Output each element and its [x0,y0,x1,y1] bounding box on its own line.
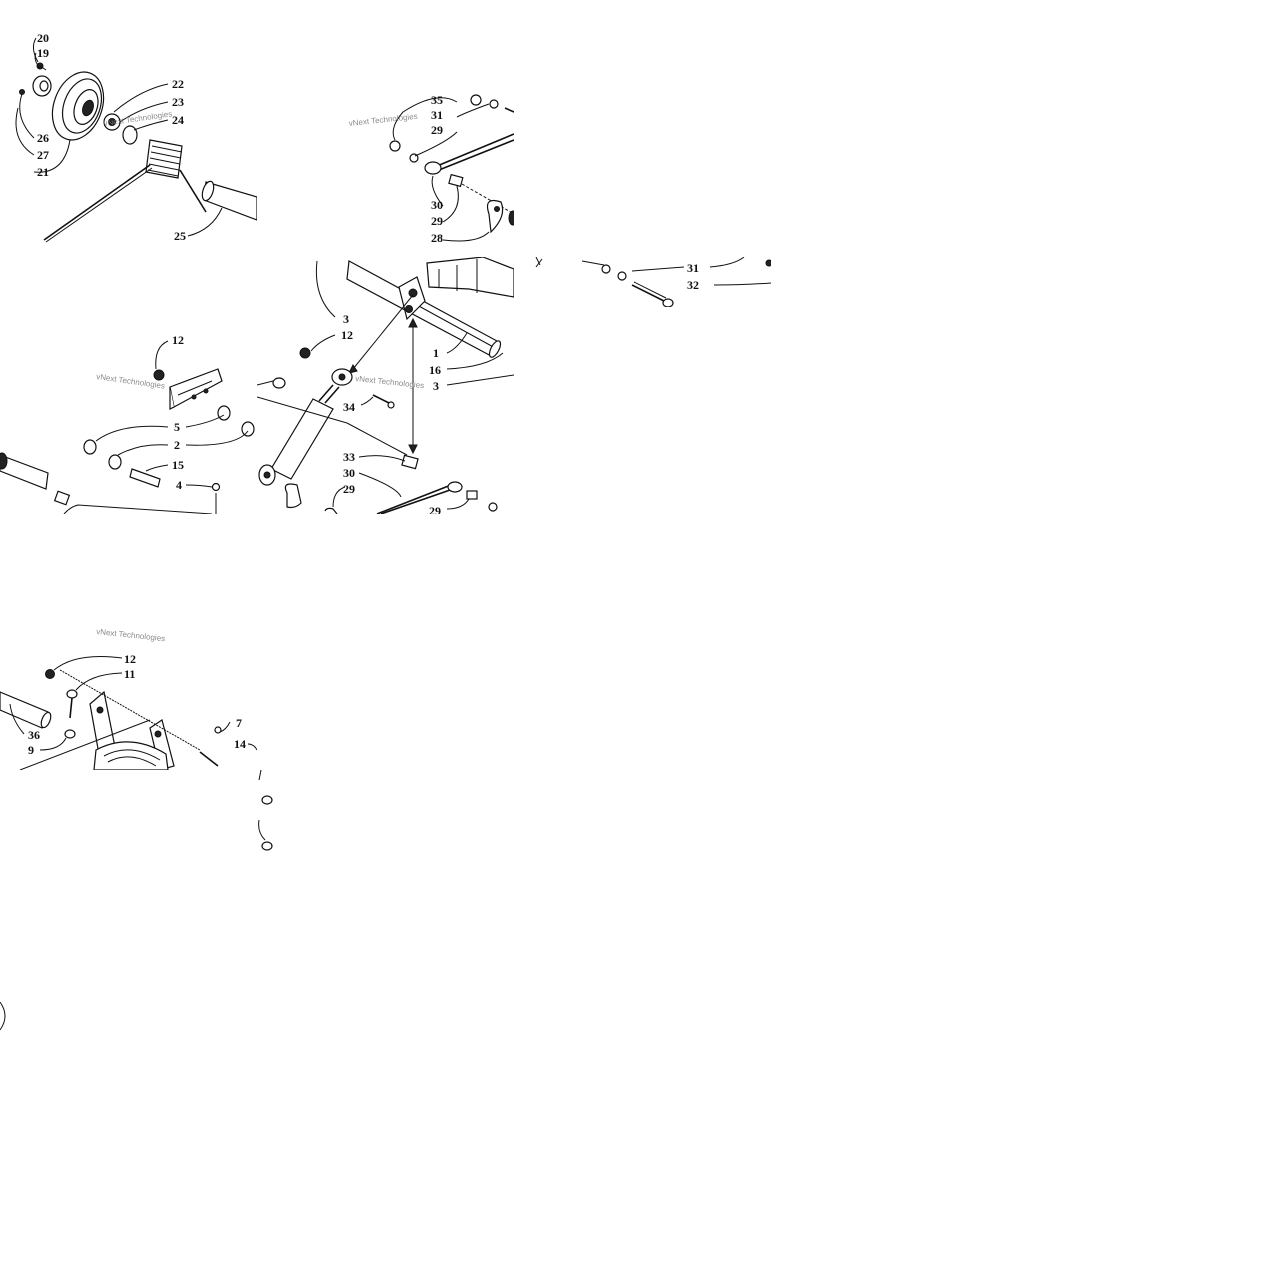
callout-5: 5 [174,420,180,434]
clip-part [211,482,221,492]
tube-part [0,691,49,729]
callout-31: 31 [431,108,443,122]
bushing-part [217,405,231,421]
shock-absorber-part [258,368,353,486]
diagram-tile-shock-assembly: vNext Technologies 3 12 1 16 3 34 33 30 … [257,257,514,514]
link-rod-part [376,481,463,514]
edge-fragment-drawing [0,1001,6,1031]
diagram-tile-upper-linkage: vNext Technologies 35 31 29 30 29 28 [257,0,514,257]
washer-part [617,271,627,281]
callout-29: 29 [429,504,441,514]
callout-3: 3 [343,312,349,326]
bolt-part [36,62,47,71]
spacer-part [448,173,464,188]
diagram-tile-bolt: 31 32 [514,257,771,307]
callout-24: 24 [172,113,184,127]
bolt-fragment-drawing [258,770,273,851]
nut-part [470,94,482,106]
callout-23: 23 [172,95,184,109]
callout-16: 16 [429,363,441,377]
suspension-arm-part [89,690,175,770]
bushings-drawing: vNext Technologies 12 5 2 15 4 [0,333,255,514]
torsion-spring-part [43,139,207,243]
callout-21: 21 [37,165,49,179]
callout-7: 7 [236,716,242,730]
callout-26: 26 [37,131,49,145]
callout-33: 33 [343,450,355,464]
callout-30: 30 [431,198,443,212]
watermark: vNext Technologies [348,112,418,128]
callout-19: 19 [37,46,49,60]
callout-12: 12 [341,328,353,342]
frame-part [426,257,514,298]
callout-3: 3 [433,379,439,393]
callout-4: 4 [176,478,182,492]
upper-linkage-drawing: vNext Technologies 35 31 29 30 29 28 [348,93,514,245]
callout-11: 11 [124,667,135,681]
nut-part [45,669,55,679]
bolt-drawing: 31 32 [535,257,771,307]
callout-22: 22 [172,77,184,91]
diagram-tile-idler-spring: vNext Technologies 20 19 22 23 24 26 27 … [0,0,257,257]
clip-part [214,726,222,734]
callout-12: 12 [124,652,136,666]
bracket-part [486,199,504,234]
callout-31: 31 [687,261,699,275]
spacer-part [401,454,419,470]
bolt-part [631,281,674,307]
assembly-arrow [352,294,414,370]
callout-30: 30 [343,466,355,480]
watermark: vNext Technologies [355,374,425,390]
callout-29: 29 [431,123,443,137]
callout-35: 35 [431,93,443,107]
callout-29: 29 [343,482,355,496]
bracket-part [284,483,302,509]
lower-arm-drawing: vNext Technologies 12 11 36 9 7 14 [0,627,257,770]
bolt-part [372,394,390,404]
callout-29: 29 [431,214,443,228]
shock-assembly-drawing: vNext Technologies 3 12 1 16 3 34 33 30 … [257,257,514,514]
diagram-tile-bushings: vNext Technologies 12 5 2 15 4 [0,257,257,514]
idler-spring-drawing: vNext Technologies 20 19 22 23 24 26 27 … [15,31,257,243]
nut-part [299,347,311,359]
washer-part [64,729,76,739]
callout-32: 32 [687,278,699,292]
callout-25: 25 [174,229,186,243]
callout-9: 9 [28,743,34,757]
mounting-plate-part [169,368,223,410]
washer-part [489,99,499,109]
idler-wheel-part [51,71,105,141]
callout-27: 27 [37,148,49,162]
callout-36: 36 [28,728,40,742]
callout-12: 12 [172,333,184,347]
pin-part [129,468,161,488]
edge-fragment-drawing [535,258,543,268]
callout-1: 1 [433,346,439,360]
callout-15: 15 [172,458,184,472]
washer-part [122,125,138,145]
bolt-part [66,689,78,719]
cross-shaft-part [0,454,217,514]
callout-28: 28 [431,231,443,245]
nut-part [153,369,165,381]
callout-2: 2 [174,438,180,452]
sleeve-part [201,180,257,221]
main-tube-part [346,260,502,358]
link-rod-part [424,133,514,175]
callout-34: 34 [343,400,355,414]
diagram-tile-lower-arm: vNext Technologies 12 11 36 9 7 14 [0,600,257,770]
watermark: vNext Technologies [96,627,166,643]
callout-20: 20 [37,31,49,45]
callout-14: 14 [234,737,246,751]
